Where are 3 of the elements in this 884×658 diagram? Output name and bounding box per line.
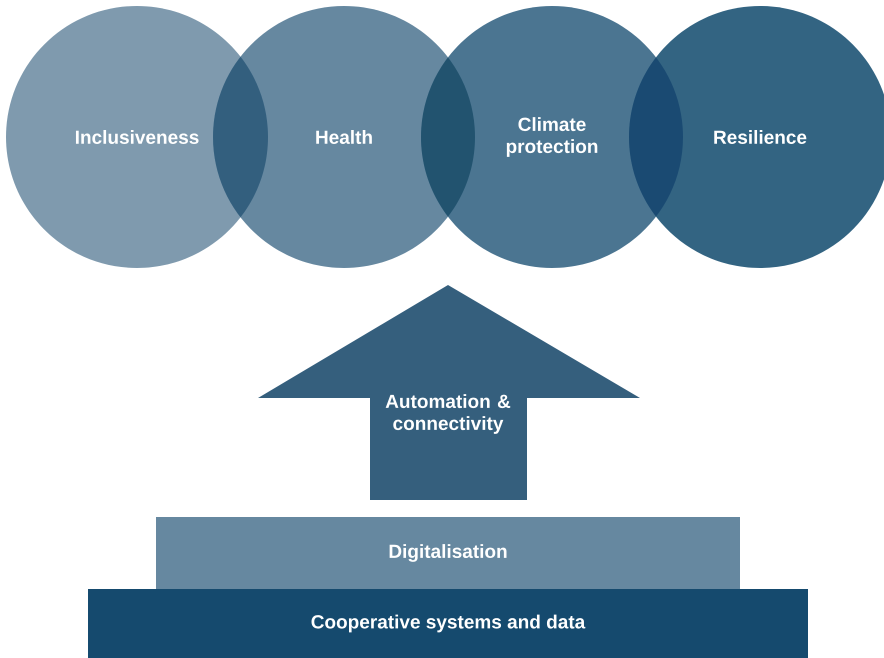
step-bar: Digitalisation bbox=[156, 516, 740, 589]
base-bar: Cooperative systems and data bbox=[88, 588, 808, 658]
pointed-box: Automation & connectivity bbox=[258, 285, 640, 500]
